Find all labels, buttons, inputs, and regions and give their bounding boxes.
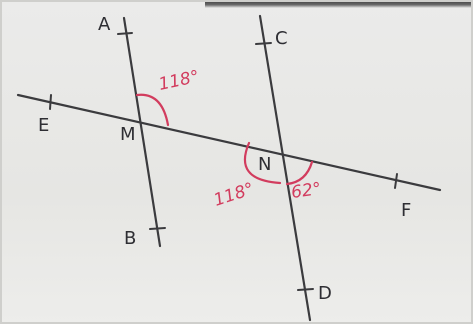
angle-arc-m (135, 93, 170, 127)
tick-a (117, 32, 133, 35)
tick-b (149, 227, 166, 230)
angle-arc-n-right (285, 160, 314, 186)
label-b: B (124, 228, 136, 249)
tick-f (394, 173, 398, 189)
label-d: D (318, 283, 332, 304)
label-f: F (401, 200, 411, 221)
label-c: C (275, 28, 288, 49)
tick-e (49, 94, 52, 110)
label-n: N (258, 154, 271, 175)
angle-arc-n-left (243, 141, 282, 185)
line-ef (16, 93, 442, 192)
label-e: E (38, 115, 49, 136)
angle-value-n-right: 62° (290, 179, 323, 203)
line-ab (122, 16, 162, 248)
line-cd (258, 14, 312, 322)
label-a: A (98, 14, 111, 35)
tick-d (297, 288, 314, 291)
photo-edge-shadow (205, 0, 473, 8)
label-m: M (120, 124, 136, 145)
tick-c (255, 42, 272, 45)
